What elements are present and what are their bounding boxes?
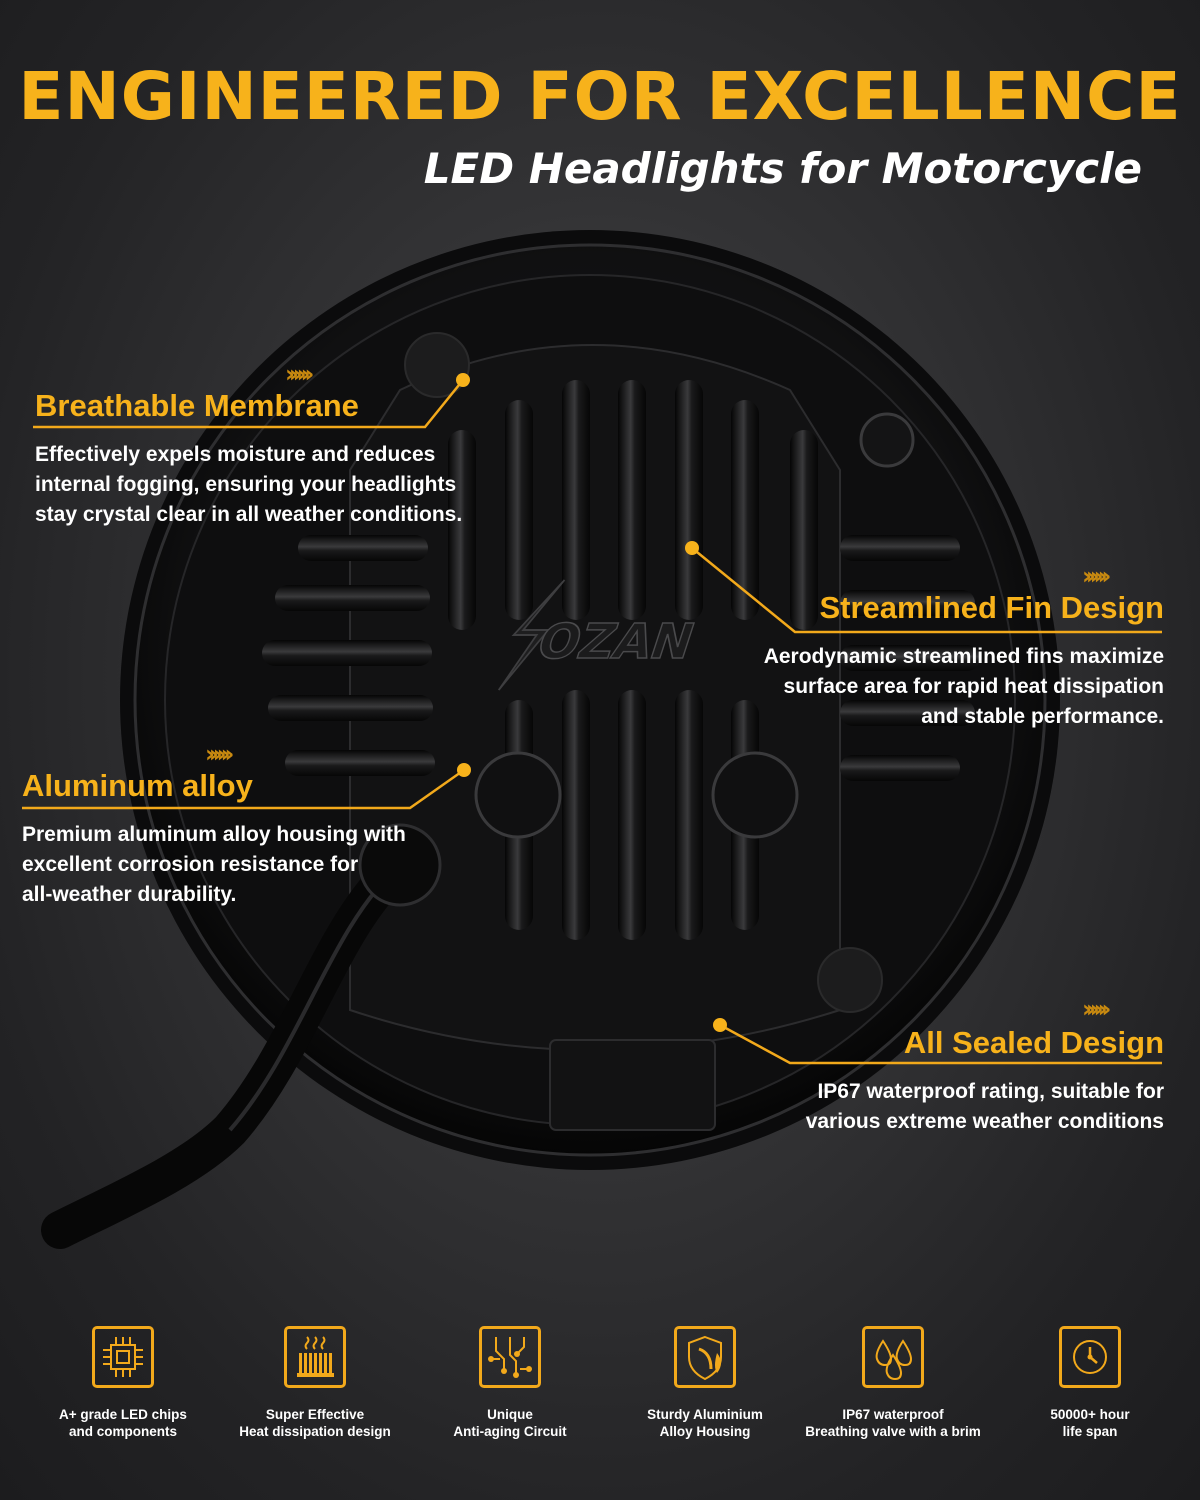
breather-valve-bottom (817, 947, 883, 1013)
callout-title: Aluminum alloy (22, 768, 253, 803)
top-fins (448, 380, 818, 630)
leader-dot-fin (685, 541, 699, 555)
mount-boss-right (711, 751, 799, 839)
leader-dot-sealed (713, 1018, 727, 1032)
shield-icon (674, 1326, 736, 1388)
headlight-back-image: OZAN (22, 230, 1162, 1249)
callout-description: Premium aluminum alloy housing with exce… (22, 823, 406, 906)
clock-icon (1059, 1326, 1121, 1388)
callout-title: Breathable Membrane (35, 388, 359, 423)
brand-logo: OZAN (497, 579, 702, 691)
page-subheadline: LED Headlights for Motorcycle (423, 144, 1142, 193)
callout-description: IP67 waterproof rating, suitable for var… (805, 1080, 1164, 1133)
callout-leaders (22, 379, 1162, 1065)
heatsink-icon (284, 1326, 346, 1388)
leader-dot-breathable (456, 373, 470, 387)
callout-aluminum-alloy: Aluminum alloy Premium aluminum alloy ho… (22, 768, 452, 910)
brand-logo-text: OZAN (530, 613, 701, 670)
mount-boss-left (474, 751, 562, 839)
breather-valve-top (404, 332, 470, 398)
circuit-icon (479, 1326, 541, 1388)
chevron-decoration: ›››››› (285, 360, 314, 388)
left-fins (262, 535, 435, 776)
callout-breathable-membrane: Breathable Membrane Effectively expels m… (35, 388, 495, 530)
callout-title: Streamlined Fin Design (819, 590, 1164, 625)
chevron-decoration: ›››››› (1082, 995, 1111, 1023)
chip-icon (92, 1326, 154, 1388)
water-drops-icon (862, 1326, 924, 1388)
right-fins (840, 535, 980, 781)
chevron-decoration: ›››››› (205, 740, 234, 768)
chevron-decoration: ›››››› (1082, 562, 1111, 590)
leader-dot-alloy (457, 763, 471, 777)
callout-description: Aerodynamic streamlined fins maximize su… (763, 645, 1164, 728)
callout-streamlined-fin: Streamlined Fin Design Aerodynamic strea… (704, 590, 1164, 732)
callout-title: All Sealed Design (903, 1025, 1164, 1060)
callout-description: Effectively expels moisture and reduces … (35, 443, 463, 526)
page-headline: ENGINEERED FOR EXCELLENCE (18, 58, 1182, 135)
callout-all-sealed: All Sealed Design IP67 waterproof rating… (744, 1025, 1164, 1137)
